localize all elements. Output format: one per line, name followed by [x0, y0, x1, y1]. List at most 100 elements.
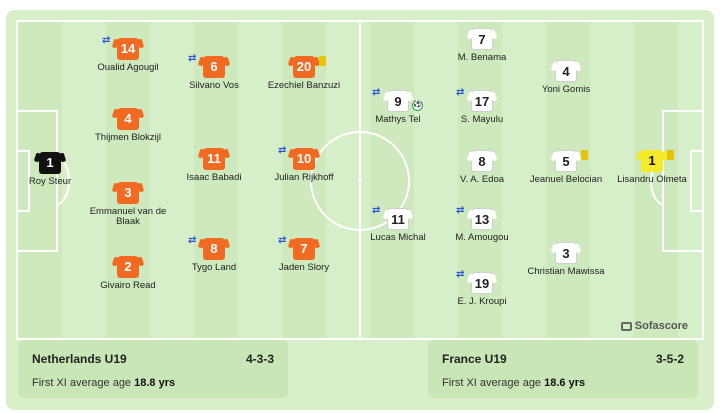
substitution-icon: ⇄ — [102, 35, 111, 46]
shirt-number: 13 — [474, 212, 490, 227]
jersey-icon: 8 — [471, 150, 493, 172]
jersey-icon: 11 — [387, 208, 409, 230]
shirt-number: 11 — [391, 212, 405, 227]
away-formation: 3-5-2 — [655, 352, 684, 366]
player-name: M. Benama — [457, 52, 507, 63]
player-name: Jaden Slory — [278, 262, 330, 273]
home-average-age: First XI average age 18.8 yrs — [32, 377, 175, 389]
player-name: Mathys Tel — [375, 114, 421, 125]
jersey-icon: 7 — [293, 238, 315, 260]
jersey-icon: 10 — [293, 148, 315, 170]
player-name: Lucas Michal — [370, 232, 426, 243]
player-name: M. Amougou — [455, 232, 509, 243]
shirt-number: 7 — [478, 32, 486, 47]
home-player-7[interactable]: 7 ⇄ Jaden Slory — [264, 235, 344, 273]
away-player-19[interactable]: 19⇄E. J. Kroupi — [442, 269, 522, 307]
watermark-text: Sofascore — [634, 320, 688, 332]
home-player-10[interactable]: 10 ⇄ Julian Rijkhoff — [264, 145, 344, 183]
jersey-icon: 1 — [641, 150, 663, 172]
player-name: V. A. Edoa — [459, 174, 505, 185]
jersey-icon: 4 — [117, 108, 139, 130]
home-player-6[interactable]: 6 ⇄ Silvano Vos — [174, 53, 254, 91]
player-name: Tygo Land — [191, 262, 237, 273]
shirt-number: 1 — [46, 155, 54, 170]
jersey-icon: 2 — [117, 256, 139, 278]
away-avg-value: 18.6 yrs — [544, 377, 586, 389]
substitution-icon: ⇄ — [188, 53, 197, 64]
player-name: Jeanuel Belocian — [529, 174, 603, 185]
substitution-icon: ⇄ — [456, 269, 465, 280]
player-name: Ezechiel Banzuzi — [267, 80, 341, 91]
away-player-11[interactable]: 11 ⇄ Lucas Michal — [358, 205, 438, 243]
jersey-icon: 11 — [203, 148, 225, 170]
player-name: S. Mayulu — [460, 114, 504, 125]
away-team-name: France U19 — [442, 352, 507, 366]
jersey-icon: 1 — [39, 152, 61, 174]
shirt-number: 5 — [562, 154, 570, 169]
home-avg-value: 18.8 yrs — [134, 377, 176, 389]
substitution-icon: ⇄ — [372, 87, 381, 98]
jersey-icon: 17 — [471, 90, 493, 112]
centre-spot — [358, 179, 362, 183]
player-name: Givairo Read — [100, 280, 156, 291]
left-goal-box — [18, 150, 30, 212]
right-penalty-box — [662, 110, 702, 252]
shirt-number: 2 — [124, 259, 132, 274]
jersey-icon: 13 — [471, 208, 493, 230]
player-name: Oualid Agougil — [97, 62, 159, 73]
substitution-icon: ⇄ — [456, 87, 465, 98]
right-goal-box — [690, 150, 702, 212]
yellow-card-icon — [667, 150, 674, 160]
player-name: Christian Mawissa — [527, 266, 605, 277]
jersey-icon: 20 — [293, 56, 315, 78]
home-team-name: Netherlands U19 — [32, 352, 127, 366]
shirt-number: 8 — [210, 241, 218, 256]
shirt-number: 14 — [120, 41, 136, 56]
substitution-icon: ⇄ — [188, 235, 197, 246]
home-player-8[interactable]: 8 ⇄ Tygo Land — [174, 235, 254, 273]
player-name: Isaac Babadi — [186, 172, 242, 183]
yellow-card-icon — [581, 150, 588, 160]
shirt-number: 20 — [296, 59, 312, 74]
away-average-age: First XI average age 18.6 yrs — [442, 377, 585, 389]
away-team-panel: France U19 3-5-2 First XI average age 18… — [428, 340, 698, 398]
goal-ball-icon: ⚽ — [412, 100, 423, 111]
shirt-number: 17 — [474, 94, 490, 109]
shirt-number: 4 — [124, 111, 132, 126]
jersey-icon: 7 — [471, 28, 493, 50]
home-player-14[interactable]: 14 ⇄ Oualid Agougil — [88, 35, 168, 73]
player-name: Yoni Gomis — [541, 84, 591, 95]
away-player-17[interactable]: 17 ⇄ S. Mayulu — [442, 87, 522, 125]
home-formation: 4-3-3 — [245, 352, 274, 366]
away-player-9[interactable]: 9⇄⚽Mathys Tel — [358, 87, 438, 125]
substitution-icon: ⇄ — [278, 235, 287, 246]
substitution-icon: ⇄ — [372, 205, 381, 216]
away-player-8[interactable]: 8 V. A. Edoa — [442, 150, 522, 185]
jersey-icon: 6 — [203, 56, 225, 78]
shirt-number: 8 — [478, 154, 486, 169]
player-name: E. J. Kroupi — [457, 296, 507, 307]
jersey-icon: 14 — [117, 38, 139, 60]
substitution-icon: ⇄ — [278, 145, 287, 156]
sofascore-logo-icon — [620, 321, 632, 331]
player-name: Silvano Vos — [189, 80, 239, 91]
left-penalty-box — [18, 110, 58, 252]
shirt-number: 1 — [648, 153, 656, 168]
away-player-13[interactable]: 13⇄M. Amougou — [442, 206, 522, 243]
away-player-7[interactable]: 7 M. Benama — [442, 28, 522, 63]
player-name: Julian Rijkhoff — [274, 172, 334, 183]
centre-circle — [310, 131, 410, 231]
jersey-icon: 4 — [555, 60, 577, 82]
